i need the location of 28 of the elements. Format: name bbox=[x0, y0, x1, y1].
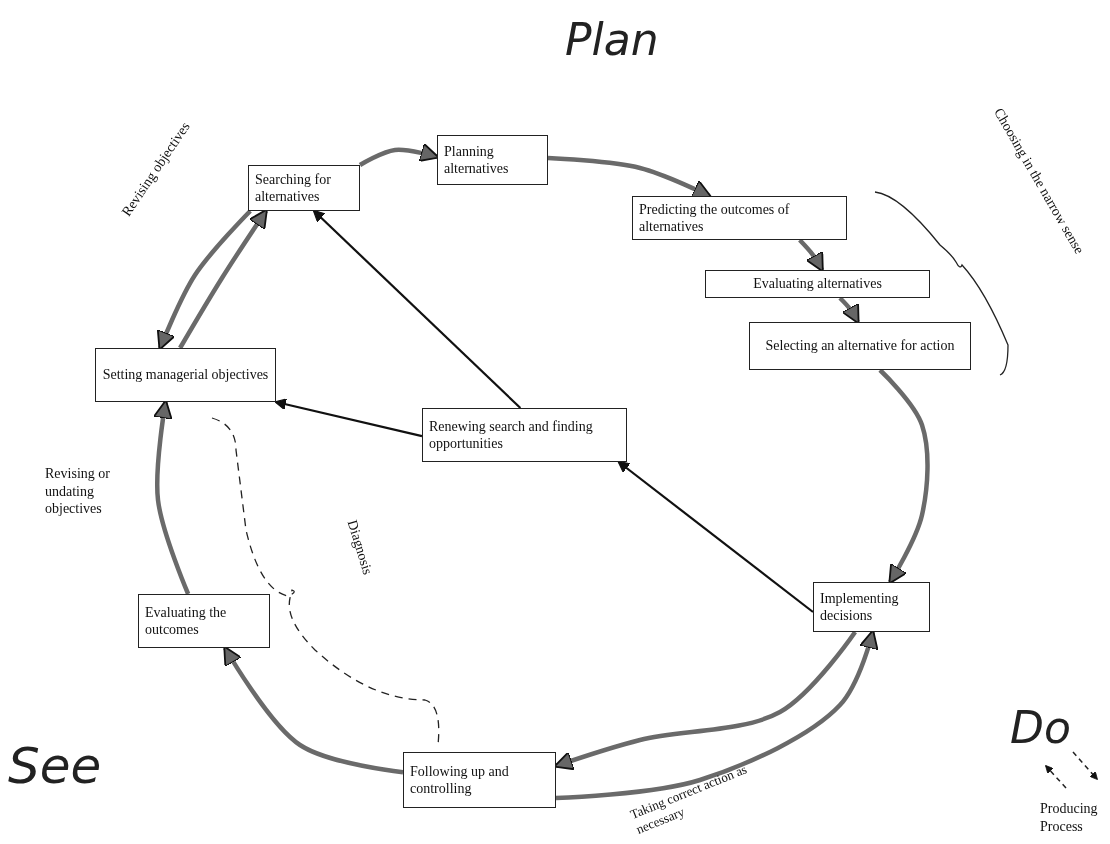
process-box bbox=[813, 582, 930, 632]
box-label: Searching for alternatives bbox=[255, 170, 332, 206]
arrow bbox=[274, 398, 423, 438]
arrow bbox=[312, 209, 522, 409]
process-box bbox=[437, 135, 548, 185]
process-box bbox=[403, 752, 556, 808]
box-label: Selecting an alternative for action bbox=[765, 337, 955, 355]
process-box bbox=[138, 594, 270, 648]
arrow bbox=[617, 460, 814, 613]
box-label: Setting managerial objectives bbox=[102, 366, 269, 384]
process-box bbox=[422, 408, 627, 462]
process-box bbox=[749, 322, 971, 370]
box-label: Following up and controlling bbox=[410, 762, 510, 798]
box-label: Planning alternatives bbox=[444, 142, 510, 178]
process-box bbox=[248, 165, 360, 211]
box-label: Renewing search and finding opportunities bbox=[429, 417, 594, 453]
box-label: Predicting the outcomes of alternatives bbox=[639, 200, 791, 236]
box-label: Evaluating alternatives bbox=[753, 275, 882, 293]
process-box bbox=[632, 196, 847, 240]
box-label: Evaluating the outcomes bbox=[145, 603, 228, 639]
legend-note: Producing Process bbox=[1040, 800, 1099, 835]
section-heading: See bbox=[8, 736, 102, 797]
process-box bbox=[95, 348, 276, 402]
section-heading: Do bbox=[1010, 701, 1071, 755]
arrow-note: Revising or undating objectives bbox=[45, 465, 111, 518]
box-label: Implementing decisions bbox=[820, 589, 900, 625]
section-heading: Plan bbox=[565, 13, 659, 67]
process-box bbox=[705, 270, 930, 298]
